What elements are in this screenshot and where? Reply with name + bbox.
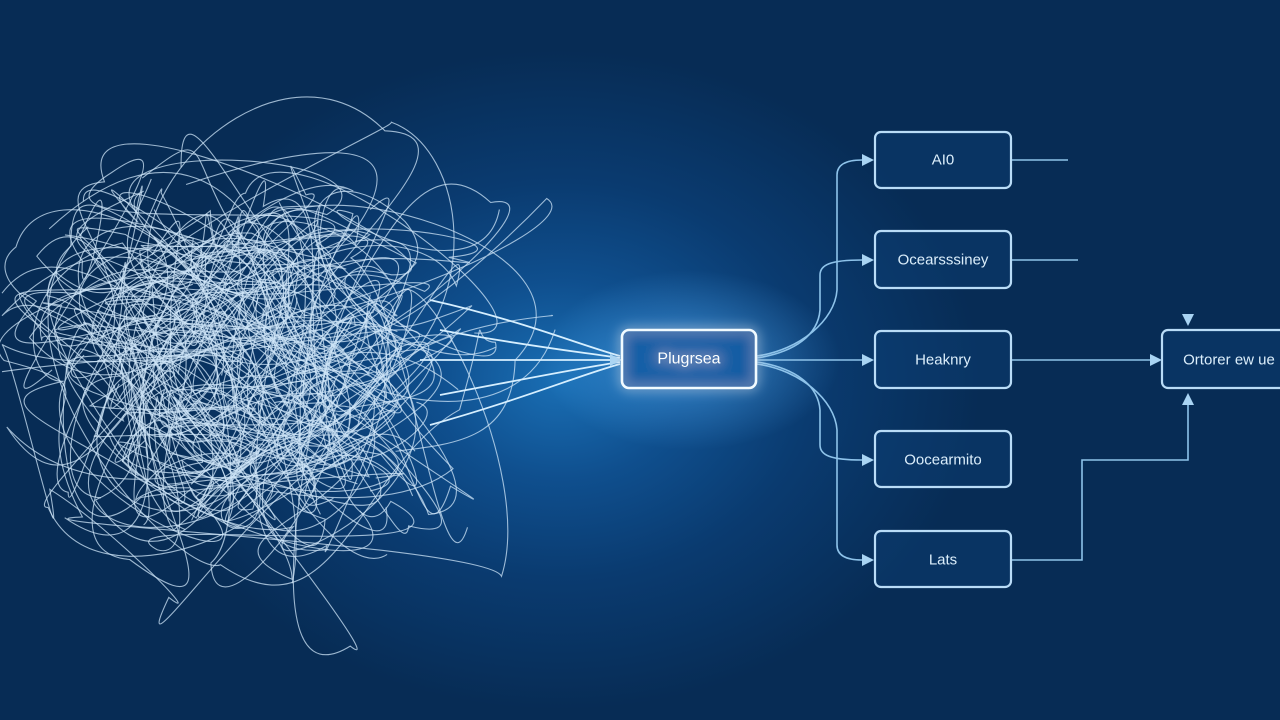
converging-strands (420, 299, 622, 426)
output-edges (1012, 159, 1194, 561)
tangle-line (103, 292, 397, 441)
tangle-line (67, 159, 399, 502)
tangle-line (192, 270, 390, 480)
tangled-network (0, 96, 556, 656)
tangle-line (101, 303, 348, 462)
output-node-label: Ortorer ew ue (1183, 352, 1275, 369)
tangle-line (134, 197, 390, 502)
strand-1 (429, 299, 621, 357)
output-node[interactable]: Ortorer ew ue (1160, 328, 1280, 390)
branch-edges (756, 154, 874, 566)
arrowhead-output-top (1182, 314, 1194, 326)
center-node-label: Plugrsea (657, 351, 720, 368)
branch-node-1-label: AI0 (932, 152, 955, 169)
tangle-line (23, 158, 473, 543)
tangle-line (140, 190, 419, 485)
tangle-line (146, 180, 322, 512)
tangle-line (94, 230, 388, 542)
edge-to-node-1 (756, 159, 863, 357)
center-node[interactable]: Plugrsea (620, 328, 758, 390)
tangle-line (6, 360, 329, 551)
tangle-line (87, 207, 418, 528)
arrowhead-3 (862, 354, 874, 366)
tangle-line (0, 235, 509, 578)
output-node-box (1160, 328, 1280, 390)
tangle-line (36, 236, 461, 461)
branch-node-3-label: Heaknry (915, 352, 971, 369)
branch-node-3[interactable]: Heaknry (873, 329, 1013, 390)
arrowhead-2 (862, 254, 874, 266)
tangle-line (91, 149, 457, 587)
branch-node-3-box (873, 329, 1013, 390)
arrowhead-5 (862, 554, 874, 566)
strand-4 (439, 361, 621, 396)
edge-node5-to-output (1012, 405, 1189, 561)
branch-node-1-box (873, 130, 1013, 190)
branch-node-5-box (873, 529, 1013, 589)
tangle-line (47, 226, 497, 586)
branch-node-2-box (873, 229, 1013, 290)
arrowhead-output-bottom (1182, 393, 1194, 405)
tangle-line (39, 133, 384, 408)
branch-node-2-label: Ocearsssiney (898, 252, 989, 269)
branch-node-4[interactable]: Oocearmito (873, 429, 1013, 489)
tangle-line (62, 225, 404, 518)
tangle-line (129, 184, 362, 518)
branch-node-5[interactable]: Lats (873, 529, 1013, 589)
branch-node-4-box (873, 429, 1013, 489)
center-arrowhead (610, 354, 622, 366)
branch-node-4-label: Oocearmito (904, 452, 982, 469)
arrowhead-output-left (1150, 354, 1162, 366)
tangle-line (44, 222, 554, 557)
tangle-line (64, 121, 455, 536)
tangle-line (65, 190, 399, 474)
tangle-line (42, 302, 459, 581)
tangle-line (14, 96, 419, 559)
tangle-line (139, 220, 357, 464)
strand-2 (439, 329, 621, 359)
edge-to-node-5 (756, 363, 863, 561)
tangle-line (56, 152, 388, 487)
strand-5 (429, 363, 621, 426)
edge-to-node-2 (756, 259, 863, 359)
tangle-line (82, 189, 474, 515)
center-node-box (620, 328, 758, 390)
tangle-line (56, 202, 417, 552)
branch-node-5-label: Lats (929, 552, 957, 569)
tangle-line (47, 204, 537, 552)
arrowhead-4 (862, 454, 874, 466)
branch-node-1[interactable]: AI0 (873, 130, 1013, 190)
branch-node-2[interactable]: Ocearsssiney (873, 229, 1013, 290)
tangle-line (88, 209, 442, 534)
arrowhead-1 (862, 154, 874, 166)
tangle-line (14, 218, 401, 529)
edge-to-node-4 (756, 361, 863, 461)
